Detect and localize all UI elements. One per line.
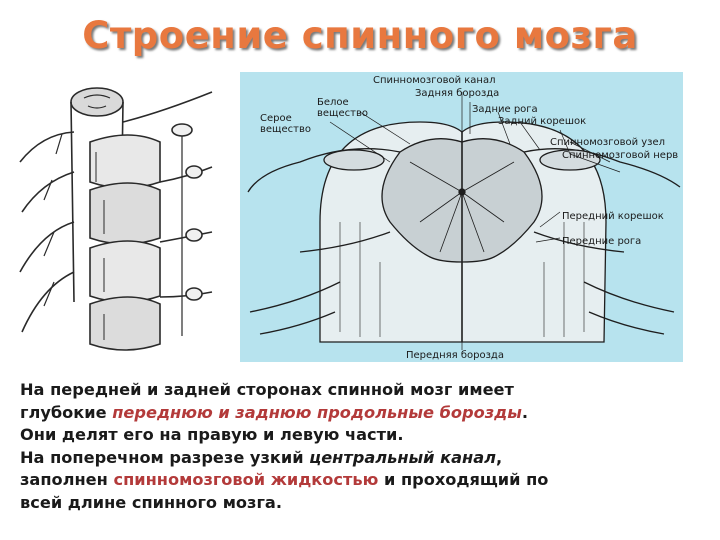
spinal-cord-cross-section-diagram: Спинномозговой канал Задняя борозда Бело… (240, 72, 683, 362)
text-line-6: всей длине спинного мозга. (20, 492, 282, 512)
cross-section-drawing (247, 92, 681, 350)
slide-title: Строение спинного мозга (82, 14, 638, 57)
label-posterior-horns: Задние рога (472, 104, 538, 115)
vertebral-column-drawing (19, 87, 213, 351)
text-line-2: глубокие переднюю и заднюю продольные бо… (20, 402, 710, 425)
highlight-sulci: переднюю и заднюю продольные борозды (112, 402, 522, 422)
label-spinal-nerve: Спинномозговой нерв (562, 150, 679, 161)
label-gray-matter-1: Серое (260, 113, 292, 124)
text-line-1: На передней и задней сторонах спинной мо… (20, 380, 514, 399)
highlight-csf: спинномозговой жидкостью (113, 470, 379, 489)
text-line-4-end: , (496, 447, 503, 467)
label-anterior-horns: Передние рога (562, 236, 642, 247)
text-line-2-start: глубокие (20, 402, 113, 422)
label-anterior-root: Передний корешок (562, 211, 664, 222)
label-white-matter-2: вещество (317, 108, 368, 119)
text-line-5-start: заполнен (20, 470, 114, 489)
label-gray-matter-2: вещество (260, 124, 311, 135)
text-line-5: заполнен спинномозговой жидкостью и прох… (20, 469, 710, 492)
label-white-matter-1: Белое (317, 97, 349, 108)
label-anterior-fissure: Передняя борозда (406, 350, 504, 361)
label-spinal-canal: Спинномозговой канал (373, 75, 496, 86)
label-posterior-sulcus: Задняя борозда (415, 88, 500, 99)
description-text: На передней и задней сторонах спинной мо… (20, 379, 710, 514)
label-posterior-root: Задний корешок (498, 116, 587, 127)
text-line-2-end: . (521, 402, 529, 422)
text-line-4: На поперечном разрезе узкий центральный … (20, 447, 710, 470)
text-line-4-start: На поперечном разрезе узкий (20, 447, 310, 467)
vertebral-column-illustration (12, 72, 218, 364)
text-line-5-end: и проходящий по (378, 470, 549, 489)
text-line-3: Они делят его на правую и левую части. (20, 425, 404, 444)
highlight-central-canal: центральный канал (309, 447, 497, 467)
label-spinal-ganglion: Спинномозговой узел (550, 137, 666, 148)
